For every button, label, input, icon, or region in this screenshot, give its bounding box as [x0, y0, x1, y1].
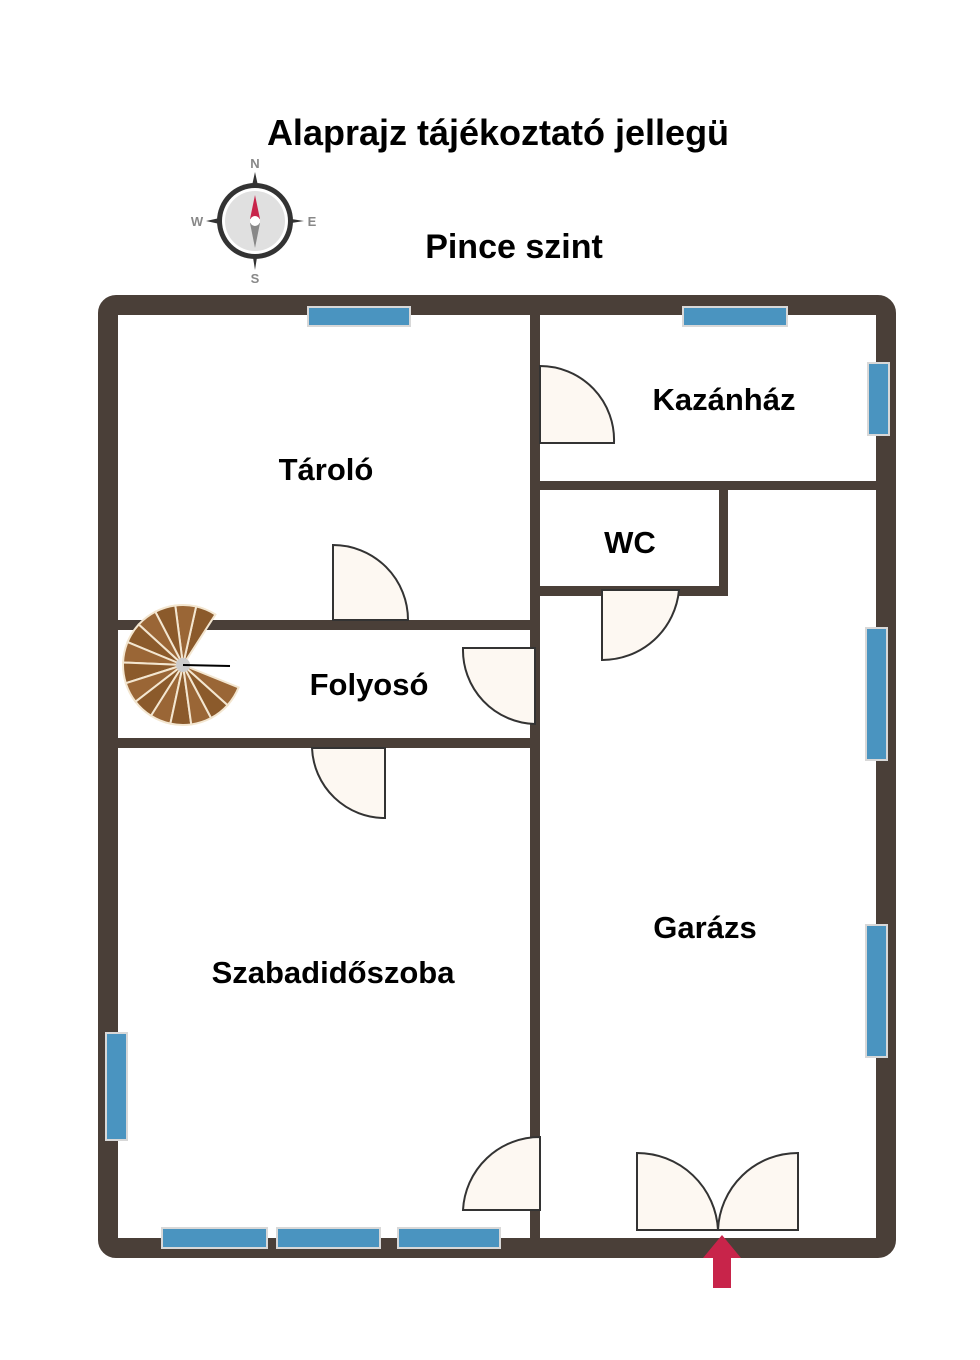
door-szabadido-top — [310, 747, 386, 820]
room-label-garazs: Garázs — [653, 910, 756, 945]
compass-n: N — [250, 156, 259, 171]
compass-icon: N S E W — [191, 156, 317, 286]
room-label-kazanhaz: Kazánház — [653, 382, 796, 417]
compass-s: S — [251, 271, 260, 286]
room-label-szabadido: Szabadidőszoba — [212, 955, 456, 990]
window — [867, 362, 890, 436]
plan-title: Alaprajz tájékoztató jellegü — [267, 112, 729, 153]
window — [105, 1032, 128, 1141]
entrance-arrow-icon — [703, 1235, 741, 1288]
windows — [105, 306, 890, 1249]
door-taroló — [332, 543, 410, 621]
window — [865, 627, 888, 761]
spiral-stairs — [122, 604, 240, 726]
room-label-folyoso: Folyosó — [310, 667, 429, 702]
window — [865, 924, 888, 1058]
door-szabadido-bottom — [461, 1135, 541, 1211]
window — [397, 1227, 501, 1249]
level-title: Pince szint — [425, 228, 603, 266]
stair-line — [182, 664, 231, 667]
door-wc — [601, 589, 681, 662]
door-folyoso — [461, 647, 536, 726]
window — [682, 306, 788, 327]
garage-door-left — [636, 1151, 720, 1231]
room-label-taroló: Tároló — [279, 452, 374, 487]
walls — [98, 295, 896, 1258]
garage-door-right — [716, 1151, 799, 1231]
window — [161, 1227, 268, 1249]
door-kazanhaz — [539, 364, 616, 444]
compass-w: W — [191, 214, 204, 229]
compass-e: E — [308, 214, 317, 229]
stair-step — [182, 664, 240, 707]
window — [307, 306, 411, 327]
room-label-wc: WC — [604, 525, 656, 560]
doors — [310, 364, 799, 1231]
window — [276, 1227, 381, 1249]
